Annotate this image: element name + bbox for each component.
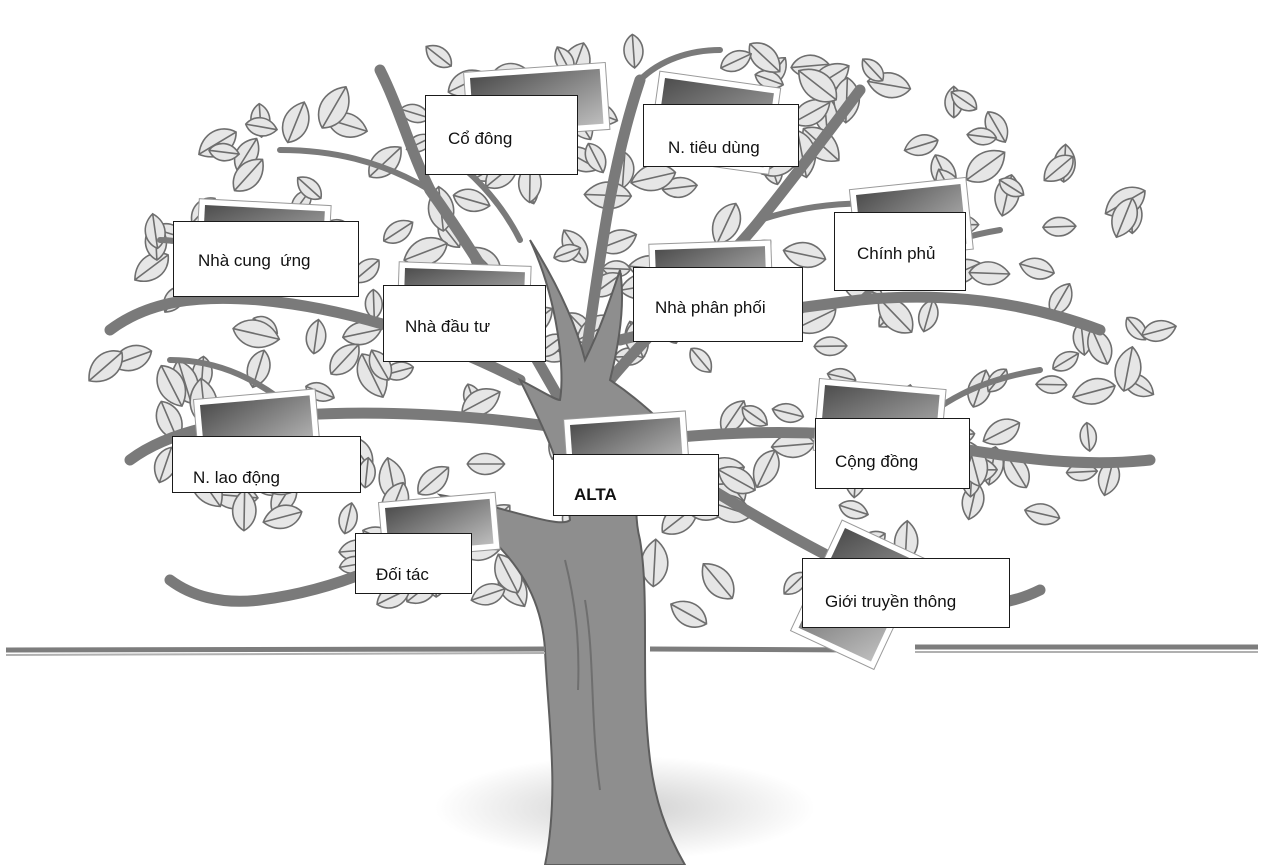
leaf	[966, 127, 998, 146]
leaf	[452, 188, 491, 213]
leaf	[689, 347, 713, 373]
label-doi-tac: Đối tác	[355, 533, 472, 594]
label-gioi-truyen-thong: Giới truyền thông	[802, 558, 1010, 628]
branch	[579, 74, 646, 366]
label-nha-phan-phoi: Nhà phân phối	[633, 267, 803, 342]
leaf	[584, 142, 607, 174]
leaf	[281, 101, 310, 144]
leaf	[364, 288, 383, 321]
leaf	[1052, 350, 1080, 372]
leaf	[1114, 345, 1142, 392]
label-n-lao-dong: N. lao động	[172, 436, 361, 493]
leaf	[88, 350, 124, 383]
leaf	[813, 336, 848, 357]
branch	[637, 47, 723, 83]
leaf	[998, 177, 1025, 198]
leaf	[208, 142, 241, 162]
leaf	[965, 149, 1006, 183]
leaf	[798, 68, 838, 103]
leaf	[1079, 421, 1098, 453]
leaf	[1042, 216, 1077, 237]
label-nha-dau-tu: Nhà đầu tư	[383, 285, 546, 362]
leaf	[717, 466, 756, 495]
label-co-dong: Cổ đông	[425, 95, 578, 175]
leaf	[711, 202, 742, 246]
leaf	[861, 58, 885, 82]
leaf	[232, 158, 264, 192]
leaf	[950, 90, 978, 112]
leaf	[982, 418, 1021, 446]
leaf	[1035, 375, 1068, 395]
leaf	[156, 364, 187, 408]
leaf	[134, 252, 169, 282]
leaf	[752, 449, 780, 489]
leaf	[968, 261, 1011, 286]
label-n-tieu-dung: N. tiêu dùng	[643, 104, 799, 167]
label-cong-dong: Cộng đồng	[815, 418, 970, 489]
leaf	[630, 163, 677, 192]
leaf	[1071, 377, 1116, 405]
label-alta: ALTA	[553, 454, 719, 516]
ground-line	[5, 644, 1258, 656]
leaf	[1111, 197, 1138, 239]
leaf	[670, 600, 708, 629]
leaf	[1043, 154, 1074, 183]
leaf	[661, 176, 699, 199]
branch	[277, 147, 433, 193]
leaf	[470, 582, 506, 606]
trunk-texture	[564, 559, 601, 791]
leaf	[771, 403, 805, 424]
leaf	[1023, 503, 1061, 526]
leaf	[918, 299, 939, 333]
leaf	[232, 319, 281, 349]
leaf	[720, 50, 753, 73]
leaf	[1087, 327, 1113, 365]
leaf	[623, 33, 644, 69]
leaf	[153, 446, 178, 484]
leaf	[553, 243, 582, 263]
leaf	[231, 488, 257, 532]
leaf	[466, 452, 506, 476]
leaf	[640, 538, 669, 588]
label-chinh-phu: Chính phủ	[834, 212, 966, 291]
leaf	[262, 504, 303, 530]
leaf	[296, 176, 323, 201]
leaf	[382, 219, 414, 244]
leaf	[838, 500, 870, 520]
leaf	[244, 117, 279, 137]
leaf	[741, 405, 769, 427]
leaf	[329, 343, 360, 376]
leaf	[425, 44, 453, 69]
leaf	[1141, 319, 1178, 343]
leaf	[701, 563, 735, 600]
label-nha-cung-ung: Nhà cung ứng	[173, 221, 359, 297]
leaf	[305, 318, 327, 355]
leaf	[357, 456, 376, 489]
leaf	[903, 134, 939, 157]
leaf	[317, 85, 350, 129]
leaf	[338, 502, 358, 535]
leaf	[417, 465, 450, 496]
leaf	[748, 42, 781, 73]
leaf	[1018, 257, 1056, 280]
leaf	[782, 241, 827, 269]
